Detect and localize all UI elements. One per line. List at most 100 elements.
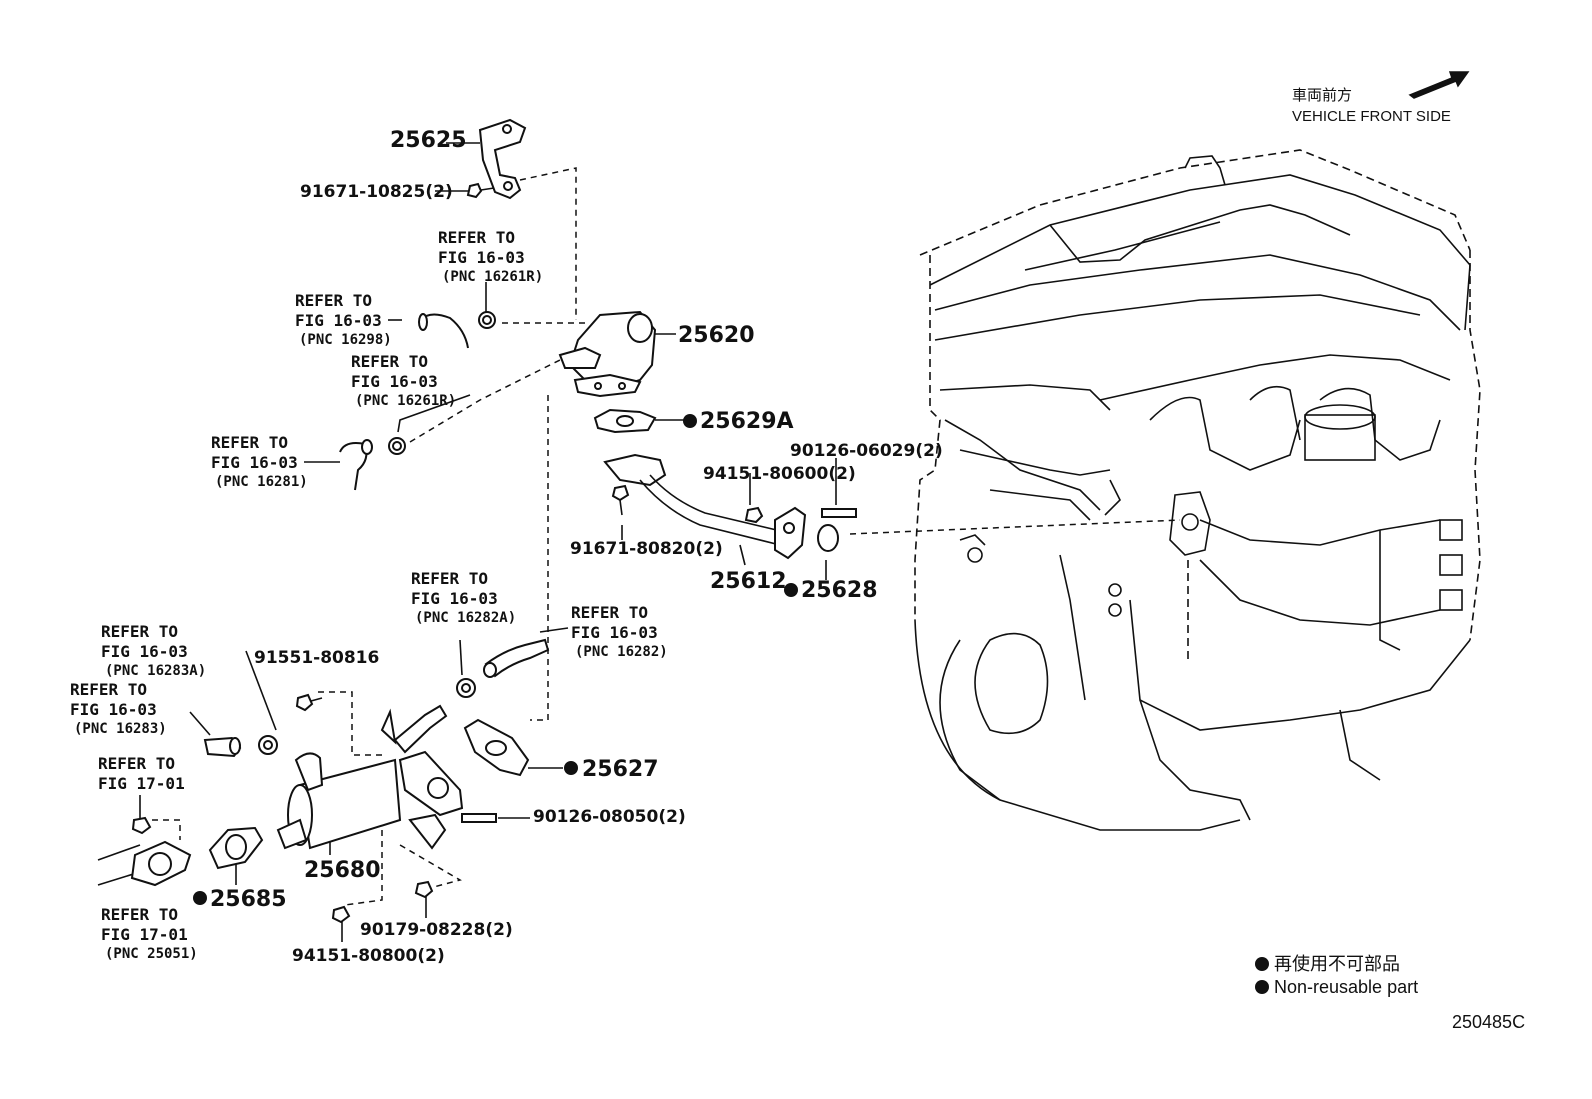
part-25629a-gasket[interactable]: [593, 408, 657, 434]
label-25680: 25680: [304, 858, 381, 883]
svg-text:FIG 16-03: FIG 16-03: [211, 453, 298, 472]
part-25628-gasket-ring[interactable]: [817, 524, 839, 552]
ref-16281[interactable]: REFER TO FIG 16-03 (PNC 16281): [211, 433, 308, 490]
hose-16283[interactable]: [203, 736, 242, 758]
svg-text:REFER TO: REFER TO: [351, 352, 428, 371]
label-25627: 25627: [582, 757, 659, 782]
svg-text:(PNC 16281): (PNC 16281): [215, 474, 308, 490]
part-25627-gasket[interactable]: [463, 718, 530, 777]
reference-callouts: REFER TO FIG 16-03 (PNC 16261R) REFER TO…: [70, 228, 668, 962]
engine-block-outline: [914, 149, 1481, 831]
part-25625-bracket[interactable]: [478, 118, 527, 200]
hose-16282[interactable]: [483, 638, 550, 678]
svg-text:(PNC 16283A): (PNC 16283A): [105, 663, 206, 679]
svg-text:REFER TO: REFER TO: [438, 228, 515, 247]
svg-text:FIG 16-03: FIG 16-03: [438, 248, 525, 267]
legend-en-text: Non-reusable part: [1274, 977, 1418, 997]
non-reusable-dot-icon: [193, 891, 207, 905]
nut-94151-80600[interactable]: [744, 506, 764, 524]
label-94151-80600: 94151-80600(2): [703, 464, 856, 484]
ref-16283[interactable]: REFER TO FIG 16-03 (PNC 16283): [70, 680, 167, 737]
label-25685: 25685: [210, 887, 287, 912]
stud-90126-06029[interactable]: [821, 508, 857, 518]
part-labels: 25625 91671-10825(2) 25620 25629A 90126-…: [193, 128, 943, 966]
ref-16282[interactable]: REFER TO FIG 16-03 (PNC 16282): [571, 603, 668, 660]
svg-text:FIG 16-03: FIG 16-03: [70, 700, 157, 719]
hose-16298[interactable]: [418, 313, 469, 349]
svg-text:REFER TO: REFER TO: [101, 622, 178, 641]
part-25685-gasket[interactable]: [208, 826, 264, 870]
label-91671-10825: 91671-10825(2): [300, 182, 453, 202]
leader-lines: [139, 142, 1181, 942]
arrow-up-right-icon: [1408, 71, 1470, 99]
nut-90179-08228[interactable]: [414, 880, 434, 899]
svg-text:REFER TO: REFER TO: [295, 291, 372, 310]
part-25620-egr-valve[interactable]: [558, 310, 657, 398]
ref-17-01-upper[interactable]: REFER TO FIG 17-01: [98, 754, 185, 793]
svg-text:(PNC 16298): (PNC 16298): [299, 332, 392, 348]
ref-25051[interactable]: REFER TO FIG 17-01 (PNC 25051): [101, 905, 198, 962]
label-94151-80800: 94151-80800(2): [292, 946, 445, 966]
bolt-91671-80820[interactable]: [611, 484, 630, 516]
svg-text:(PNC 16282): (PNC 16282): [575, 644, 668, 660]
legend: 再使用不可部品 Non-reusable part: [1255, 954, 1418, 997]
label-91671-80820: 91671-80820(2): [570, 539, 723, 559]
ref-16261r-upper[interactable]: REFER TO FIG 16-03 (PNC 16261R): [438, 228, 543, 285]
hose-clamp-16283a[interactable]: [258, 735, 278, 755]
label-90126-08050: 90126-08050(2): [533, 807, 686, 827]
svg-text:FIG 16-03: FIG 16-03: [411, 589, 498, 608]
svg-text:(PNC 16282A): (PNC 16282A): [415, 610, 516, 626]
bolt-91551-80816[interactable]: [295, 693, 323, 712]
vehicle-front-jp-label: 車両前方: [1292, 87, 1352, 104]
bolt-fig-17-01-upper[interactable]: [131, 816, 152, 835]
svg-text:FIG 16-03: FIG 16-03: [295, 311, 382, 330]
svg-text:(PNC 16261R): (PNC 16261R): [442, 269, 543, 285]
non-reusable-dot-icon: [784, 583, 798, 597]
exhaust-pipe-flange[interactable]: [97, 840, 192, 887]
svg-text:REFER TO: REFER TO: [211, 433, 288, 452]
svg-text:REFER TO: REFER TO: [101, 905, 178, 924]
ref-16298[interactable]: REFER TO FIG 16-03 (PNC 16298): [295, 291, 392, 348]
label-25612: 25612: [710, 569, 787, 594]
svg-text:REFER TO: REFER TO: [411, 569, 488, 588]
svg-text:FIG 16-03: FIG 16-03: [571, 623, 658, 642]
ref-16283a[interactable]: REFER TO FIG 16-03 (PNC 16283A): [101, 622, 206, 679]
svg-text:(PNC 25051): (PNC 25051): [105, 946, 198, 962]
filled-circle-icon: [1255, 980, 1269, 994]
part-25612-pipe[interactable]: [603, 453, 807, 560]
ref-16282a[interactable]: REFER TO FIG 16-03 (PNC 16282A): [411, 569, 516, 626]
svg-text:FIG 16-03: FIG 16-03: [351, 372, 438, 391]
ref-16261r-lower[interactable]: REFER TO FIG 16-03 (PNC 16261R): [351, 352, 456, 409]
vehicle-front-en-label: VEHICLE FRONT SIDE: [1292, 108, 1451, 125]
svg-text:(PNC 16283): (PNC 16283): [74, 721, 167, 737]
legend-jp-text: 再使用不可部品: [1274, 954, 1400, 974]
stud-90126-08050[interactable]: [461, 813, 497, 823]
label-25628: 25628: [801, 578, 878, 603]
label-25625: 25625: [390, 128, 467, 153]
svg-text:(PNC 16261R): (PNC 16261R): [355, 393, 456, 409]
svg-text:REFER TO: REFER TO: [98, 754, 175, 773]
svg-text:FIG 17-01: FIG 17-01: [101, 925, 188, 944]
filled-circle-icon: [1255, 957, 1269, 971]
svg-text:REFER TO: REFER TO: [70, 680, 147, 699]
svg-text:FIG 17-01: FIG 17-01: [98, 774, 185, 793]
label-90126-06029: 90126-06029(2): [790, 441, 943, 461]
svg-text:FIG 16-03: FIG 16-03: [101, 642, 188, 661]
hose-clamp-16282a[interactable]: [456, 678, 476, 698]
nut-94151-80800[interactable]: [331, 905, 351, 924]
label-91551-80816: 91551-80816: [254, 648, 379, 668]
hose-16281[interactable]: [339, 439, 373, 491]
hose-clamp-16261r-upper[interactable]: [478, 311, 496, 329]
non-reusable-dot-icon: [564, 761, 578, 775]
label-90179-08228: 90179-08228(2): [360, 920, 513, 940]
vehicle-front-indicator: 車両前方 VEHICLE FRONT SIDE: [1292, 71, 1470, 125]
part-25680-egr-cooler[interactable]: [276, 704, 464, 850]
label-25629a: 25629A: [700, 409, 794, 434]
hose-clamp-16261r-lower[interactable]: [388, 437, 406, 455]
label-25620: 25620: [678, 323, 755, 348]
bolt-91671-10825[interactable]: [466, 182, 495, 199]
non-reusable-dot-icon: [683, 414, 697, 428]
svg-text:REFER TO: REFER TO: [571, 603, 648, 622]
diagram-id: 250485C: [1452, 1012, 1525, 1032]
